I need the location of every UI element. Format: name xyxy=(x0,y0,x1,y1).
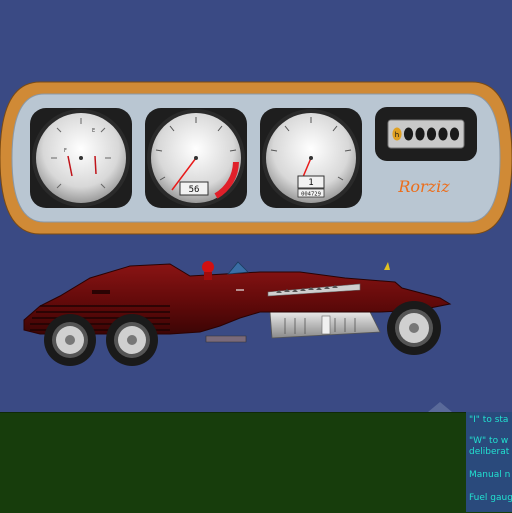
ground xyxy=(0,412,512,513)
tachometer-readout: 1 xyxy=(308,178,313,188)
speedometer: 56 xyxy=(145,108,247,208)
car-chrome-vents xyxy=(284,318,356,334)
driver-body xyxy=(204,272,212,280)
speedometer-needle xyxy=(171,157,197,191)
car[interactable] xyxy=(23,261,452,366)
wheel-front xyxy=(387,301,441,355)
help-line-deliberate: deliberat xyxy=(469,447,510,457)
help-panel: "I" to sta "W" to w deliberat Manual n F… xyxy=(466,412,512,512)
fuel-gauge: F E xyxy=(30,108,132,208)
fuel-gauge-needle-left xyxy=(67,155,73,177)
help-line-manual: Manual n xyxy=(469,470,511,480)
car-vent-badge xyxy=(92,290,110,294)
fuel-gauge-needle-right xyxy=(94,155,97,175)
gear-indicator: h xyxy=(375,107,477,161)
tachometer: 1 004729 xyxy=(260,108,362,208)
gear-digit-5 xyxy=(449,127,460,141)
odometer-readout: 004729 xyxy=(301,192,321,198)
help-line-start: "I" to sta xyxy=(469,415,509,425)
ground-rock xyxy=(428,402,452,412)
help-line-fuel-gauge: Fuel gaug xyxy=(469,493,512,503)
wheel-rear-1 xyxy=(44,314,96,366)
hood-ornament xyxy=(384,262,390,270)
car-side-vents xyxy=(276,285,338,293)
driver-head xyxy=(202,261,214,273)
fuel-gauge-f-label: F xyxy=(64,148,67,154)
gear-digit-3 xyxy=(426,127,437,141)
speed-readout: 56 xyxy=(189,185,200,195)
gear-digit-0 xyxy=(392,127,402,141)
gear-digit-2 xyxy=(415,127,425,141)
fuel-gauge-e-label: E xyxy=(92,128,95,134)
gear-digit-1 xyxy=(403,127,414,141)
car-exhaust xyxy=(205,335,247,343)
help-line-w-key: "W" to w xyxy=(469,436,509,446)
car-windshield xyxy=(227,261,249,275)
gear-digit-label-0: h xyxy=(395,131,399,139)
gear-digit-4 xyxy=(438,127,448,141)
wheel-rear-2 xyxy=(106,314,158,366)
brand-logo: Rorziz xyxy=(397,177,450,196)
